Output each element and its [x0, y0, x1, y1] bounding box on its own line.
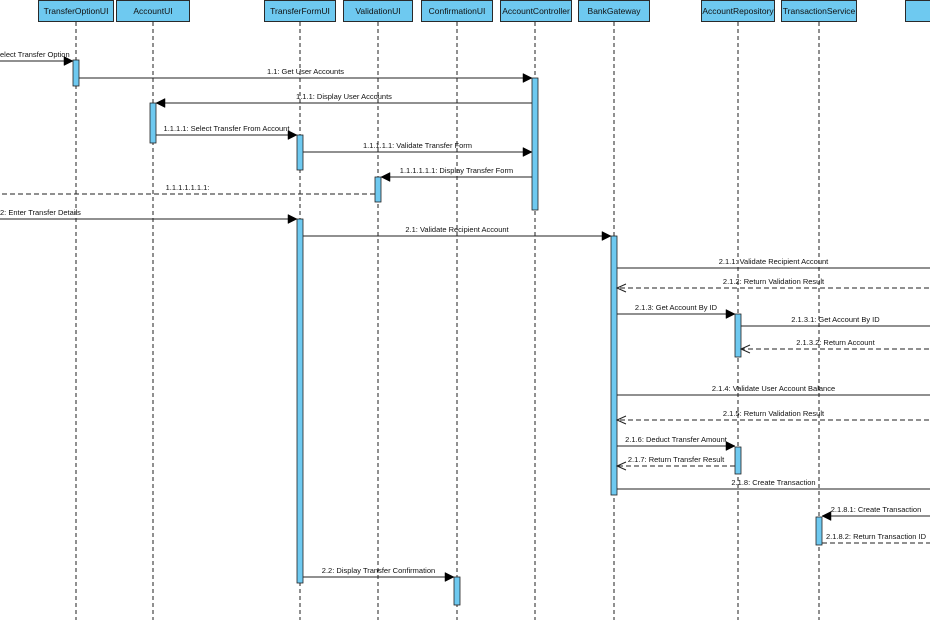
message-label-10: 2.1.1: Validate Recipient Account [718, 257, 829, 266]
message-label-16: 2.1.5: Return Validation Result [722, 409, 825, 418]
message-label-17: 2.1.6: Deduct Transfer Amount [625, 435, 727, 444]
activation-bar-account-repository-2 [734, 446, 742, 475]
message-label-2: 1.1: Get User Accounts [266, 67, 345, 76]
message-arrow-14[interactable] [739, 344, 930, 354]
message-arrow-18[interactable] [615, 461, 735, 471]
message-label-12: 2.1.3: Get Account By ID [634, 303, 718, 312]
message-arrow-20[interactable] [821, 511, 930, 521]
message-label-18: 2.1.7: Return Transfer Result [627, 455, 725, 464]
activation-bar-transfer-form-ui-1 [296, 134, 304, 171]
lifeline-header-account-ui[interactable]: AccountUI [116, 0, 190, 22]
message-label-3: 1.1.1: Display User Accounts [296, 92, 392, 101]
activation-bar-validation-ui-1 [374, 176, 382, 203]
message-arrow-5[interactable] [303, 147, 533, 157]
lifeline-header-validation-ui[interactable]: ValidationUI [343, 0, 413, 22]
activation-bar-account-repository-1 [734, 313, 742, 358]
message-label-13: 2.1.3.1: Get Account By ID [791, 315, 880, 324]
lifeline-header-transaction-service[interactable]: TransactionService [781, 0, 857, 22]
lifeline-header-account-controller[interactable]: AccountController [500, 0, 572, 22]
message-arrow-6[interactable] [380, 172, 532, 182]
activation-bar-bank-gateway-1 [610, 235, 618, 496]
message-label-7: 1.1.1.1.1.1.1: [165, 183, 210, 192]
activation-bar-account-ui-1 [149, 102, 157, 144]
activation-bar-account-controller-1 [531, 77, 539, 211]
message-label-5: 1.1.1.1.1: Validate Transfer Form [362, 141, 473, 150]
activation-bar-transfer-option-ui-1 [72, 59, 80, 87]
lifeline-header-bank-gateway[interactable]: BankGateway [578, 0, 650, 22]
message-label-1: elect Transfer Option [0, 50, 70, 59]
message-label-6: 1.1.1.1.1.1: Display Transfer Form [399, 166, 514, 175]
message-arrow-3[interactable] [155, 98, 532, 108]
message-label-9: 2.1: Validate Recipient Account [405, 225, 509, 234]
lifeline-header-confirmation-ui[interactable]: ConfirmationUI [421, 0, 493, 22]
message-arrow-17[interactable] [617, 441, 736, 451]
message-label-14: 2.1.3.2: Return Account [796, 338, 875, 347]
message-arrow-22[interactable] [303, 572, 455, 582]
message-label-19: 2.1.8: Create Transaction [731, 478, 816, 487]
message-label-11: 2.1.2: Return Validation Result [722, 277, 825, 286]
message-label-21: 2.1.8.2: Return Transaction ID [825, 532, 927, 541]
lifeline-header-transfer-form-ui[interactable]: TransferFormUI [264, 0, 336, 22]
lifeline-header-account-repository[interactable]: AccountRepository [701, 0, 775, 22]
lifeline-header-transfer-option-ui[interactable]: TransferOptionUI [38, 0, 114, 22]
message-arrow-1[interactable] [0, 56, 74, 66]
lifeline-header-offscreen-right[interactable] [905, 0, 930, 22]
activation-bar-confirmation-ui-1 [453, 576, 461, 606]
message-arrow-2[interactable] [79, 73, 533, 83]
message-label-4: 1.1.1.1: Select Transfer From Account [163, 124, 290, 133]
message-arrow-9[interactable] [303, 231, 612, 241]
message-arrow-16[interactable] [615, 415, 930, 425]
message-arrow-12[interactable] [617, 309, 736, 319]
message-label-20: 2.1.8.1: Create Transaction [830, 505, 922, 514]
activation-bar-transaction-service-1 [815, 516, 823, 546]
message-label-22: 2.2: Display Transfer Confirmation [321, 566, 436, 575]
message-label-8: 2: Enter Transfer Details [0, 208, 81, 217]
message-arrow-11[interactable] [615, 283, 930, 293]
message-label-15: 2.1.4: Validate User Account Balance [711, 384, 836, 393]
activation-bar-transfer-form-ui-2 [296, 218, 304, 584]
message-arrow-4[interactable] [156, 130, 298, 140]
message-arrow-8[interactable] [0, 214, 298, 224]
